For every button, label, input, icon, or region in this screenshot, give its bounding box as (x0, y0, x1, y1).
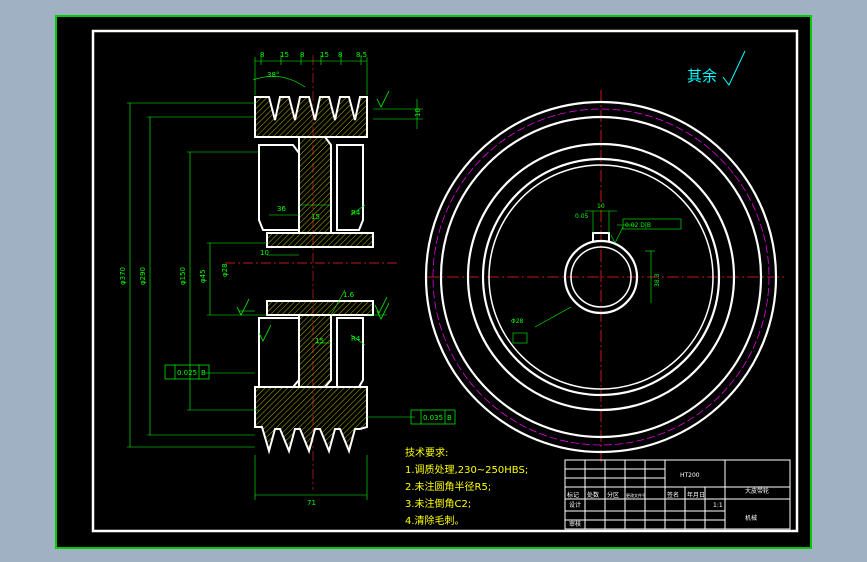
rim-top (254, 96, 368, 138)
dim-d2: φ290 (139, 267, 147, 285)
note-2: 2.未注圆角半径R5; (405, 480, 491, 493)
tb-label-0: 标记 (567, 491, 579, 499)
tech-notes: 技术要求: 1.调质处理,230~250HBS; 2.未注圆角半径R5; 3.未… (405, 446, 528, 527)
dim-w15b: 15 (315, 337, 324, 345)
dim-top-8c: 8 (338, 51, 342, 59)
key-dim2: 0.05 (575, 213, 589, 220)
tb-company: 机械 (745, 514, 757, 522)
tb-material: HT200 (680, 472, 700, 479)
key-dim3: 38.3 (654, 273, 661, 287)
dim-w71: 71 (307, 499, 316, 507)
key-frame: 0.02 D|B (625, 222, 651, 229)
tb-label-4: 签名 (667, 491, 679, 499)
dim-r4-top: R4 (351, 209, 361, 217)
tb-label-5: 年月日 (687, 491, 705, 499)
title-block (564, 459, 791, 530)
tol-left: 0.025 (177, 369, 197, 377)
note-1: 1.调质处理,230~250HBS; (405, 464, 528, 476)
outer-border (55, 15, 812, 549)
notes-title: 技术要求: (405, 446, 448, 459)
tol-right-ref: B (447, 414, 452, 422)
tol-right: 0.035 (423, 414, 443, 422)
dim-top-15b: 15 (320, 51, 329, 59)
front-view: 10 0.05 38.3 0.02 D|B Φ28 (424, 90, 787, 465)
tb-checker: 审核 (569, 520, 581, 528)
key-dim1: 10 (597, 203, 605, 210)
dim-d5: φ28 (221, 263, 229, 277)
rim-bottom (254, 386, 368, 455)
note-4: 4.清除毛刺。 (405, 514, 465, 527)
drawing-sheet: 8 15 8 15 8 8.5 38° 10 φ370 φ290 φ150 φ4… (55, 15, 812, 549)
dim-r4-bot: R4 (351, 335, 361, 343)
note-3: 3.未注倒角C2; (405, 497, 471, 510)
tb-scale: 1:1 (713, 502, 723, 509)
tb-designer: 设计 (569, 501, 581, 509)
dim-top-8a: 8 (260, 51, 264, 59)
tb-label-3: 更改文件号 (626, 492, 646, 498)
dim-d10: 10 (414, 108, 422, 117)
bore-label: Φ28 (511, 318, 524, 325)
dim-d4: φ45 (199, 269, 207, 283)
drawing-frame (91, 29, 799, 533)
tol-left-ref: B (201, 369, 206, 377)
dim-w15: 15 (311, 213, 320, 221)
dim-r16: 1.6 (343, 291, 355, 299)
dim-d3: φ150 (179, 267, 187, 285)
dim-angle: 38° (267, 71, 279, 79)
dim-top-8b: 8 (300, 51, 304, 59)
dim-od: φ370 (119, 267, 127, 285)
tb-label-2: 分区 (607, 491, 619, 499)
tb-label-1: 处数 (587, 491, 599, 499)
tb-part-name: 大皮带轮 (745, 487, 769, 495)
dim-w36: 36 (277, 205, 286, 213)
roughness-note: 其余 (687, 67, 717, 85)
dim-top-15a: 15 (280, 51, 289, 59)
pulley-drawing: 8 15 8 15 8 8.5 38° 10 φ370 φ290 φ150 φ4… (55, 15, 812, 549)
section-view (127, 55, 456, 500)
dim-top-85: 8.5 (356, 51, 367, 59)
dim-r10: 10 (260, 249, 269, 257)
